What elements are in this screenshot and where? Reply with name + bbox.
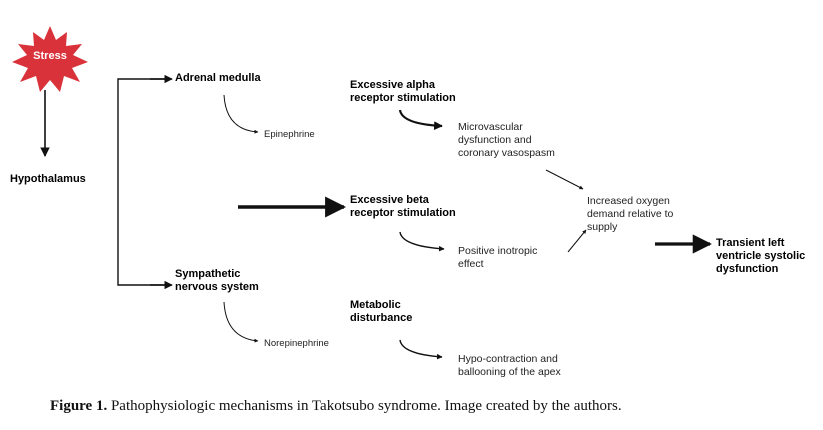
oxygen-line-2: demand relative to <box>587 208 674 220</box>
micro-line-1: Microvascular <box>458 121 523 133</box>
micro-line-2: dysfunction and <box>458 134 532 146</box>
oxygen-line-3: supply <box>587 221 618 233</box>
outcome-line-1: Transient left <box>716 237 785 249</box>
caption-label: Figure 1. <box>50 398 108 414</box>
figure-caption: Figure 1. Pathophysiologic mechanisms in… <box>50 398 810 415</box>
arrow-inotropic-oxygen <box>567 229 587 253</box>
norepinephrine-label: Norepinephrine <box>264 338 329 349</box>
sympathetic-line-1: Sympathetic <box>175 268 241 280</box>
arrow-micro-oxygen <box>545 169 584 190</box>
beta-line-2: receptor stimulation <box>350 207 456 219</box>
metabolic-line-2: disturbance <box>350 312 413 324</box>
hypothalamus-label: Hypothalamus <box>10 173 86 185</box>
bracket-branch <box>117 78 165 286</box>
beta-line-1: Excessive beta <box>350 194 429 206</box>
diagram-arrows <box>12 26 712 360</box>
arrow-metabolic-hypo <box>399 339 443 360</box>
hypo-line-2: ballooning of the apex <box>458 366 561 378</box>
inotropic-line-1: Positive inotropic <box>458 245 538 257</box>
inotropic-line-2: effect <box>458 258 484 270</box>
epinephrine-label: Epinephrine <box>264 129 315 140</box>
arrow-adrenal-epinephrine <box>223 94 259 134</box>
arrow-beta-inotropic <box>399 231 445 252</box>
caption-text: Pathophysiologic mechanisms in Takotsubo… <box>107 398 622 414</box>
metabolic-line-1: Metabolic <box>350 299 401 311</box>
micro-line-3: coronary vasospasm <box>458 147 555 159</box>
arrow-alpha-microvascular <box>398 109 443 130</box>
adrenal-medulla-label: Adrenal medulla <box>175 72 261 84</box>
pathophysiology-diagram: Stress Hypothalamus Adrenal medulla Epin… <box>10 26 806 378</box>
outcome-line-3: dysfunction <box>716 263 779 275</box>
oxygen-line-1: Increased oxygen <box>587 195 670 207</box>
arrow-sympathetic-norepinephrine <box>223 301 259 343</box>
stress-star-icon <box>12 26 88 92</box>
alpha-line-1: Excessive alpha <box>350 79 436 91</box>
stress-label: Stress <box>33 50 67 62</box>
outcome-line-2: ventricle systolic <box>716 250 806 262</box>
hypo-line-1: Hypo-contraction and <box>458 353 558 365</box>
alpha-line-2: receptor stimulation <box>350 92 456 104</box>
sympathetic-line-2: nervous system <box>175 281 259 293</box>
